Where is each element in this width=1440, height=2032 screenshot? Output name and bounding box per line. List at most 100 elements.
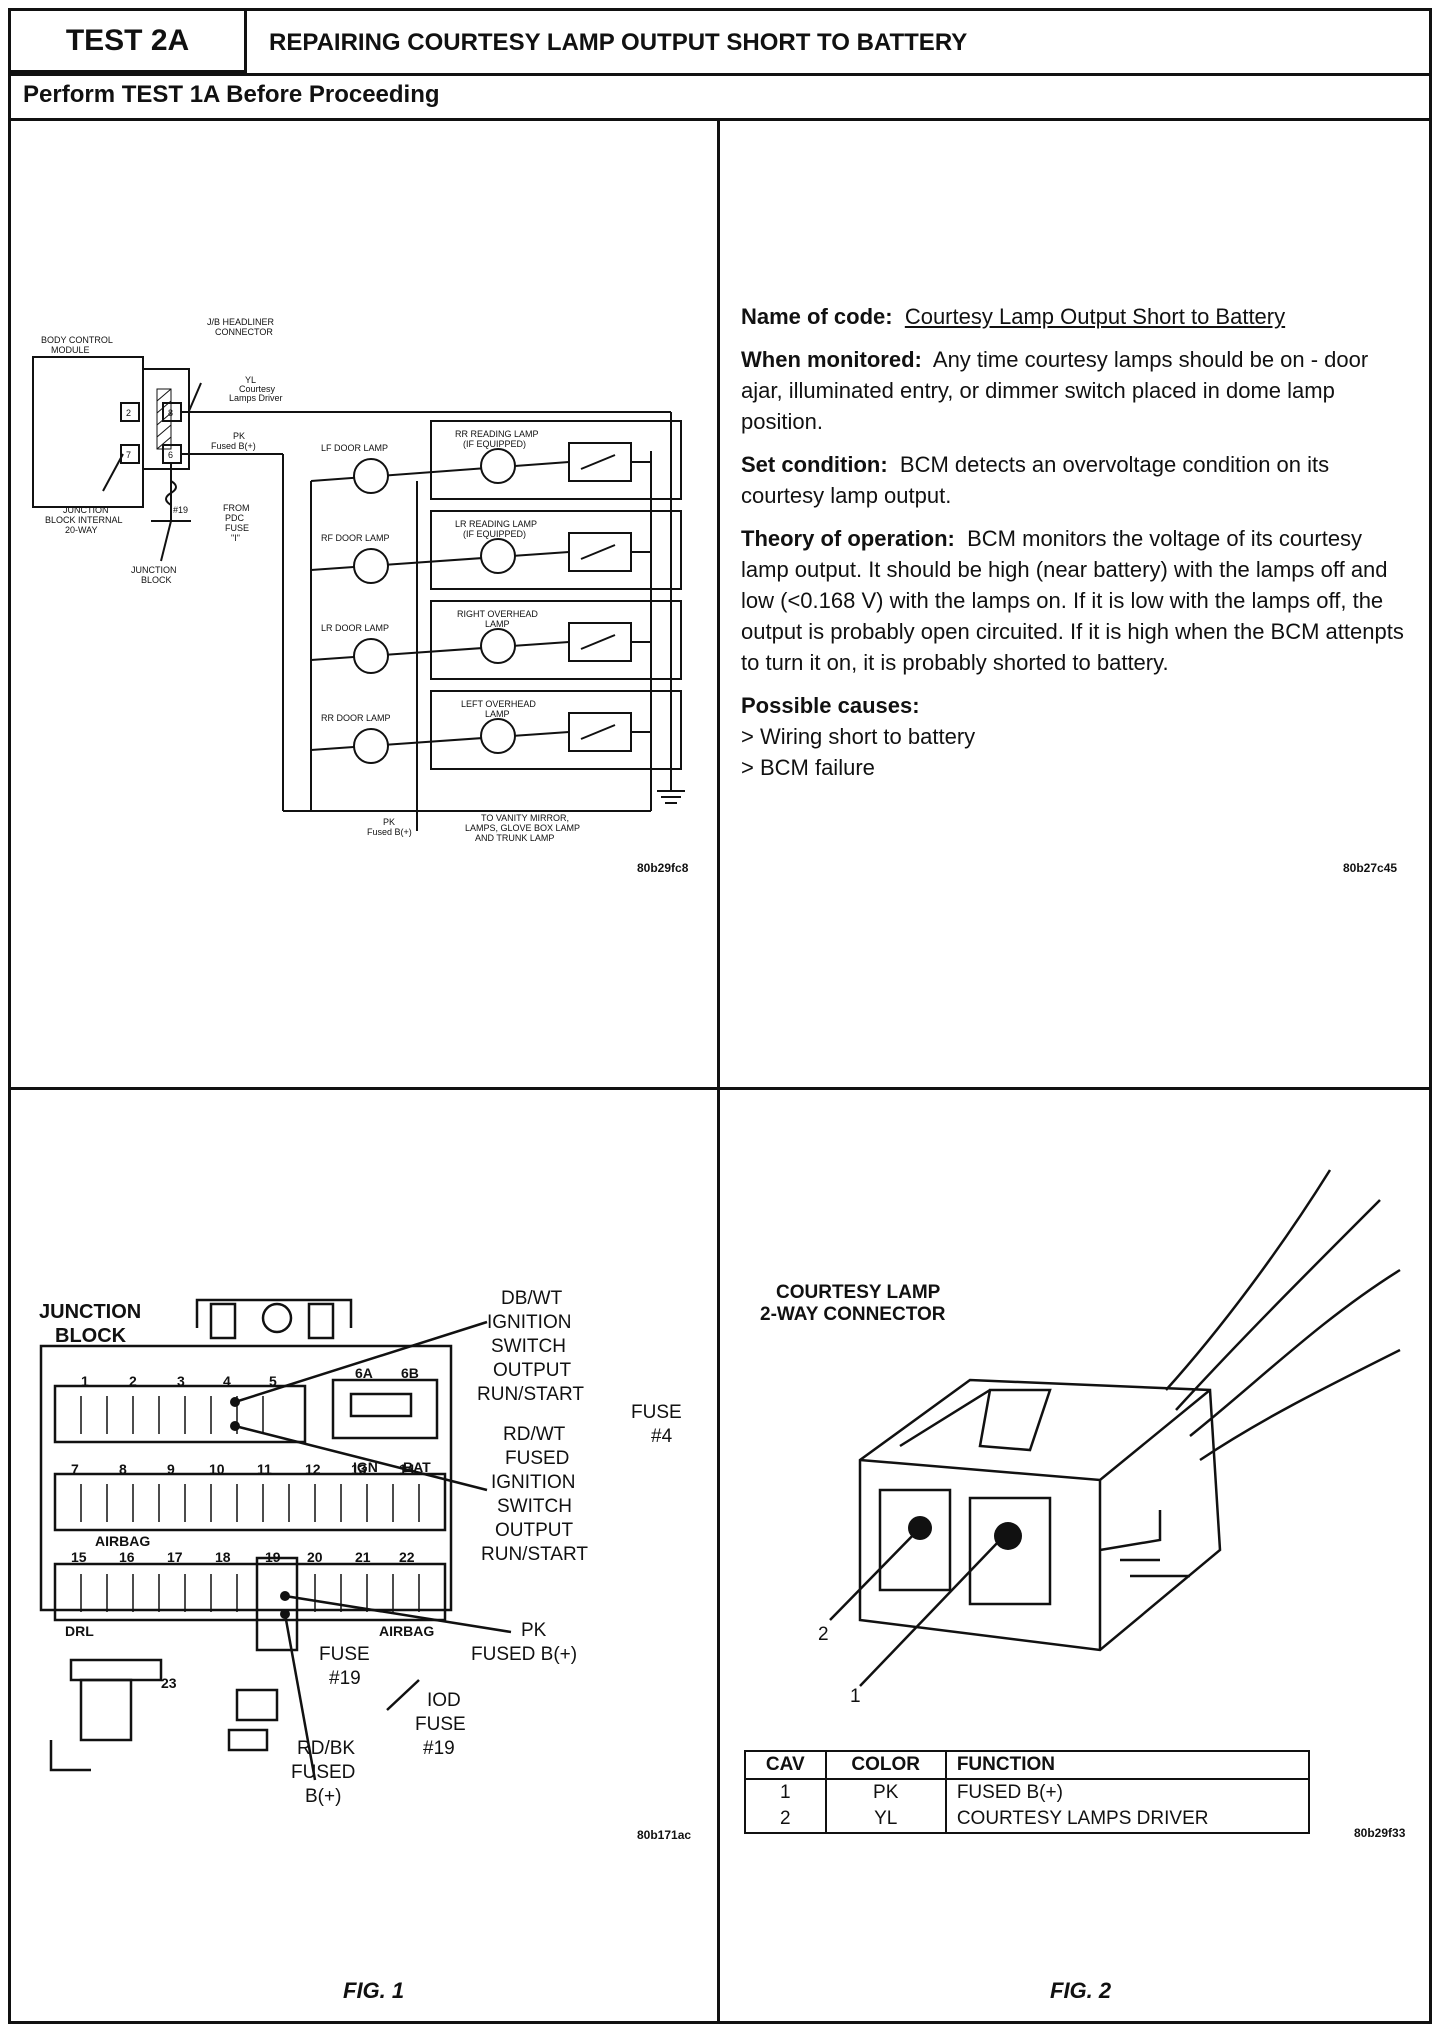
fig2-pin-1: 1 bbox=[850, 1686, 861, 1707]
fig1-row2-11: 11 bbox=[257, 1461, 272, 1477]
document-page: TEST 2A REPAIRING COURTESY LAMP OUTPUT S… bbox=[8, 8, 1432, 2024]
fig1-row1-6a: 6A bbox=[355, 1365, 373, 1381]
lf-door-lamp: LF DOOR LAMP bbox=[321, 443, 388, 453]
col-color: COLOR bbox=[824, 1750, 947, 1780]
cell-function: COURTESY LAMPS DRIVER bbox=[944, 1806, 1311, 1834]
cell-color: PK bbox=[824, 1779, 947, 1806]
rr-reading-lamp: RR READING LAMP(IF EQUIPPED) bbox=[455, 429, 539, 449]
callout-fuse4: FUSE#4 bbox=[631, 1402, 682, 1447]
fig2-pin-2: 2 bbox=[818, 1624, 829, 1645]
fig1-row2-8: 8 bbox=[119, 1461, 127, 1477]
prerequisite-note: Perform TEST 1A Before Proceeding bbox=[23, 81, 440, 108]
rf-door-lamp: RF DOOR LAMP bbox=[321, 533, 390, 543]
fig1-row3-16: 16 bbox=[119, 1549, 135, 1565]
header-divider bbox=[11, 73, 1429, 76]
fig1-code: 80b171ac bbox=[637, 1828, 692, 1842]
rr-door-lamp: RR DOOR LAMP bbox=[321, 713, 391, 723]
fig1-bat: BAT bbox=[403, 1459, 431, 1475]
fig1-row1-1: 1 bbox=[81, 1373, 89, 1389]
cause-item: > BCM failure bbox=[741, 755, 875, 780]
fig1-row3-17: 17 bbox=[167, 1549, 183, 1565]
fig1-row2-14: 14 bbox=[399, 1461, 415, 1477]
fig1-row3-20: 20 bbox=[307, 1549, 323, 1565]
column-divider bbox=[717, 121, 720, 2021]
fig1-23: 23 bbox=[161, 1675, 177, 1691]
junction-block-diagram: 1 2 3 4 5 6A 6B IGN BAT 7 8 9 10 11 12 1… bbox=[39, 1288, 682, 1807]
row-divider bbox=[11, 1087, 1429, 1090]
fig1-row2-10: 10 bbox=[209, 1461, 225, 1477]
when-monitored: When monitored: Any time courtesy lamps … bbox=[741, 347, 1369, 434]
pin-6: 6 bbox=[168, 450, 173, 460]
cause-item: > Wiring short to battery bbox=[741, 724, 976, 749]
col-cav: CAV bbox=[744, 1750, 827, 1780]
test-id: TEST 2A bbox=[11, 11, 247, 73]
fig2-caption: FIG. 2 bbox=[1050, 1978, 1112, 2003]
pin-2: 2 bbox=[126, 408, 131, 418]
lr-reading-lamp: LR READING LAMP(IF EQUIPPED) bbox=[455, 519, 537, 539]
possible-causes: Possible causes: bbox=[741, 693, 920, 718]
header: TEST 2A REPAIRING COURTESY LAMP OUTPUT S… bbox=[11, 11, 1429, 121]
fuse19-label: #19 bbox=[173, 505, 188, 515]
lr-door-lamp: LR DOOR LAMP bbox=[321, 623, 389, 633]
callout-fuse19: FUSE#19 bbox=[319, 1644, 370, 1689]
fig1-row3-22: 22 bbox=[399, 1549, 415, 1565]
fig1-row2-12: 12 bbox=[305, 1461, 321, 1477]
fig1-row3-19: 19 bbox=[265, 1549, 281, 1565]
fig1-row1-5: 5 bbox=[269, 1373, 277, 1389]
pin-8: 8 bbox=[168, 408, 173, 418]
test-title: REPAIRING COURTESY LAMP OUTPUT SHORT TO … bbox=[269, 29, 968, 56]
fig1-row2-7: 7 bbox=[71, 1461, 79, 1477]
fig1-airbag-bottom: AIRBAG bbox=[379, 1623, 434, 1639]
theory-of-operation: Theory of operation: BCM monitors the vo… bbox=[741, 526, 1404, 675]
cell-function: FUSED B(+) bbox=[944, 1779, 1311, 1806]
fig1-row1-4: 4 bbox=[223, 1373, 231, 1389]
cell-color: YL bbox=[824, 1806, 947, 1834]
cell-cav: 1 bbox=[744, 1779, 827, 1806]
fig1-row3-21: 21 bbox=[355, 1549, 371, 1565]
pin-7: 7 bbox=[126, 450, 131, 460]
code-name: Name of code: Courtesy Lamp Output Short… bbox=[741, 304, 1286, 329]
fig1-row1-2: 2 bbox=[129, 1373, 137, 1389]
fig1-row3-15: 15 bbox=[71, 1549, 87, 1565]
cavity-table: CAV COLOR FUNCTION 1 PK FUSED B(+) 2 YL … bbox=[744, 1750, 1311, 1834]
set-condition: Set condition: BCM detects an overvoltag… bbox=[741, 452, 1330, 508]
info-code: 80b27c45 bbox=[1343, 861, 1398, 875]
table-row: 2 YL COURTESY LAMPS DRIVER bbox=[744, 1806, 1311, 1834]
fig1-row3-18: 18 bbox=[215, 1549, 231, 1565]
fig1-row1-6b: 6B bbox=[401, 1365, 419, 1381]
fig1-caption: FIG. 1 bbox=[343, 1978, 405, 2003]
schematic-code: 80b29fc8 bbox=[637, 861, 689, 875]
fig1-row1-3: 3 bbox=[177, 1373, 185, 1389]
code-info: Name of code: Courtesy Lamp Output Short… bbox=[741, 301, 1411, 783]
fig1-airbag-top: AIRBAG bbox=[95, 1533, 150, 1549]
fig1-drl: DRL bbox=[65, 1623, 94, 1639]
cell-cav: 2 bbox=[744, 1806, 827, 1834]
fig1-panel: 1 2 3 4 5 6A 6B IGN BAT 7 8 9 10 11 12 1… bbox=[11, 1090, 717, 2024]
fig1-row2-13: 13 bbox=[351, 1461, 367, 1477]
fig2-code: 80b29f33 bbox=[1354, 1826, 1406, 1840]
header-bottom-divider bbox=[11, 118, 1429, 121]
col-function: FUNCTION bbox=[944, 1750, 1311, 1780]
